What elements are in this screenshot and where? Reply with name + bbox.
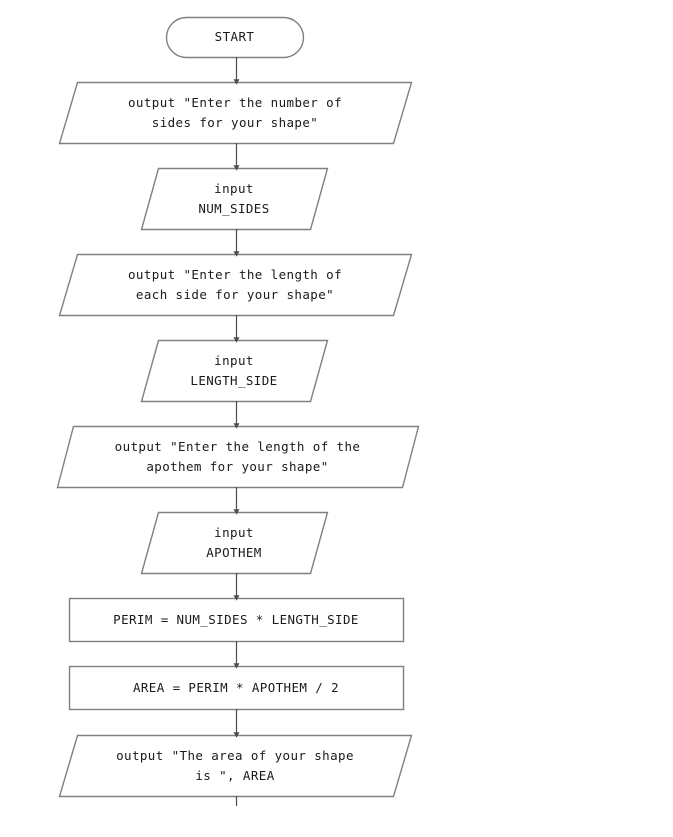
node-output-enter-length-of-apothem-shape (56, 425, 420, 489)
node-input-length-side-shape (140, 339, 329, 403)
node-process-perimeter-shape (68, 597, 405, 643)
node-start-shape (165, 16, 305, 59)
node-output-enter-number-of-sides-shape (58, 81, 413, 145)
node-output-enter-length-of-each-side-shape (58, 253, 413, 317)
node-process-area-shape (68, 665, 405, 711)
node-input-apothem-shape (140, 511, 329, 575)
node-output-area-result-shape (58, 734, 413, 798)
node-input-num-sides-shape (140, 167, 329, 231)
